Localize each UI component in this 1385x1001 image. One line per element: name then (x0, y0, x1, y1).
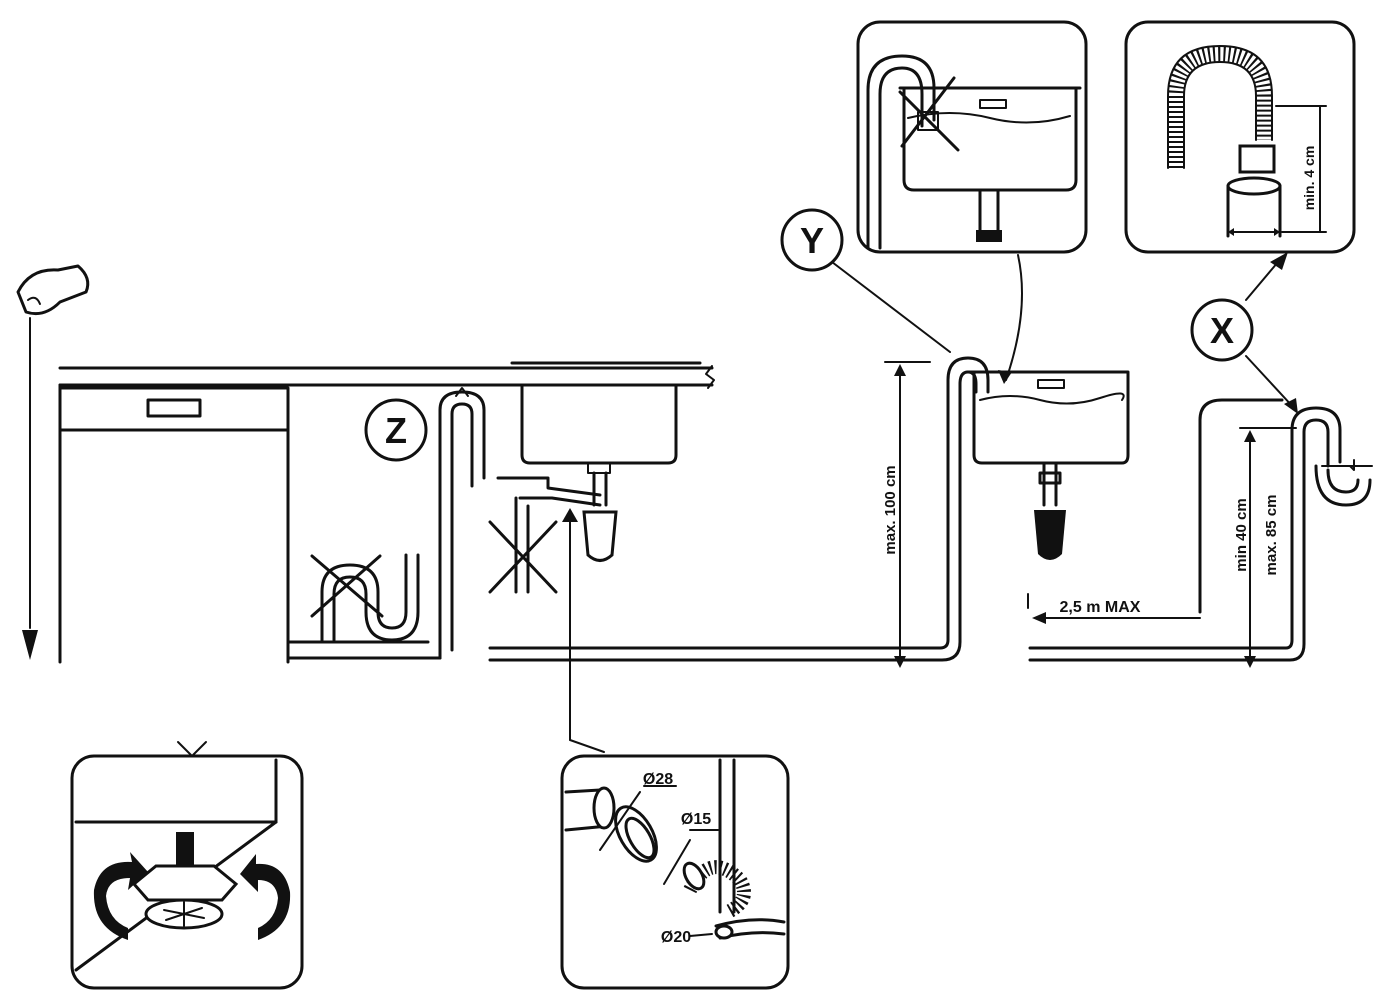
dimension-min-40-max-85: min 40 cm max. 85 cm (1233, 427, 1297, 668)
leader-x (1245, 252, 1298, 414)
diameter-15-label: Ø15 (681, 811, 711, 828)
standpipe-x (1028, 398, 1373, 662)
dimension-max-length: 2,5 m MAX (1027, 593, 1201, 624)
sink-y (966, 370, 1130, 560)
inset-x-detail: min. 4 cm (1124, 20, 1356, 254)
inset-connector-diameters: Ø28 Ø15 Ø20 (560, 754, 790, 990)
cabinet (286, 640, 442, 660)
diameter-28-label: Ø28 (643, 771, 673, 788)
arrow-icon (562, 508, 605, 753)
wrong-connection-crossed-out-icon (488, 496, 558, 594)
callout-y: Y (780, 208, 844, 272)
inset-y-detail (856, 20, 1088, 254)
plumb-line-hand-icon (16, 264, 90, 660)
callout-x-label: X (1210, 310, 1234, 351)
dimension-min-4-label: min. 4 cm (1301, 146, 1317, 211)
callout-x: X (1190, 298, 1254, 362)
dimension-max-100-label: max. 100 cm (882, 465, 899, 554)
dimension-max-length-label: 2,5 m MAX (1060, 599, 1141, 616)
dishwasher (58, 383, 290, 664)
callout-y-label: Y (800, 220, 824, 261)
drain-hose-z (438, 387, 486, 660)
rotate-arrow-icon (93, 852, 291, 940)
callout-z-label: Z (385, 410, 407, 451)
inset-leveling-foot (70, 741, 304, 990)
dimension-min-40-label: min 40 cm (1233, 498, 1250, 571)
leader-y (831, 254, 1023, 384)
kitchen-sink-z (496, 361, 702, 562)
countertop (58, 365, 715, 389)
callout-z: Z (364, 398, 428, 462)
dimension-max-85-label: max. 85 cm (1263, 495, 1280, 576)
diameter-20-label: Ø20 (661, 929, 691, 946)
dimension-max-100: max. 100 cm (882, 361, 931, 668)
floor-hose-run (488, 356, 990, 662)
wrong-siphon-crossed-out-icon (310, 553, 420, 642)
